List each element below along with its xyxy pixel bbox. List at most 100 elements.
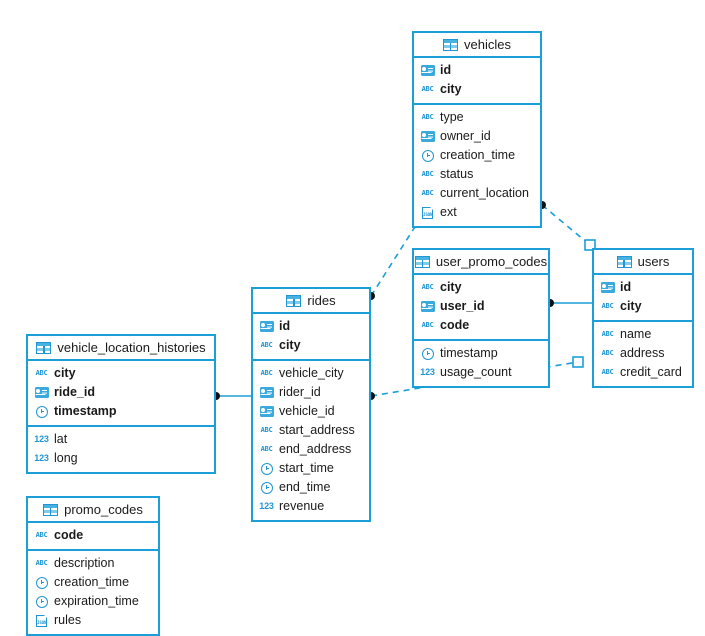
number-type-icon: 123 <box>34 434 49 444</box>
field-label: name <box>620 327 652 342</box>
table-icon <box>36 341 52 354</box>
entity-title: user_promo_codes <box>435 254 548 269</box>
field-label: city <box>620 299 642 314</box>
field-label: code <box>440 318 470 333</box>
string-type-icon: ABC <box>260 369 273 377</box>
field-row[interactable]: owner_id <box>414 127 540 146</box>
field-label: timestamp <box>440 346 498 361</box>
key-field-row[interactable]: ABC city <box>594 297 692 316</box>
string-type-icon: ABC <box>35 559 48 567</box>
field-row[interactable]: creation_time <box>28 573 158 592</box>
field-label: city <box>440 82 462 97</box>
entity-header-rides[interactable]: rides <box>253 289 369 314</box>
table-icon <box>43 503 59 516</box>
field-row[interactable]: expiration_time <box>28 592 158 611</box>
key-field-row[interactable]: user_id <box>414 297 548 316</box>
field-row[interactable]: JSON rules <box>28 611 158 630</box>
string-type-icon: ABC <box>35 369 48 377</box>
field-label: code <box>54 528 84 543</box>
field-label: creation_time <box>54 575 130 590</box>
field-row[interactable]: creation_time <box>414 146 540 165</box>
field-label: user_id <box>440 299 485 314</box>
field-label: start_address <box>279 423 355 438</box>
field-label: rules <box>54 613 82 628</box>
string-type-icon: ABC <box>601 302 614 310</box>
field-row[interactable]: start_time <box>253 459 369 478</box>
field-row[interactable]: rider_id <box>253 383 369 402</box>
entity-title: vehicle_location_histories <box>57 340 206 355</box>
table-icon <box>414 255 430 268</box>
field-label: status <box>440 167 474 182</box>
field-label: revenue <box>279 499 325 514</box>
timestamp-type-icon <box>259 462 274 475</box>
timestamp-type-icon <box>259 481 274 494</box>
string-type-icon: ABC <box>421 113 434 121</box>
key-field-row[interactable]: id <box>414 61 540 80</box>
string-type-icon: ABC <box>601 330 614 338</box>
key-field-row[interactable]: id <box>253 317 369 336</box>
entity-header-user_promo_codes[interactable]: user_promo_codes <box>414 250 548 275</box>
entity-title: users <box>637 254 670 269</box>
field-row[interactable]: ABC start_address <box>253 421 369 440</box>
relationship-vehicles-to-users[interactable] <box>538 201 596 251</box>
field-row[interactable]: end_time <box>253 478 369 497</box>
relationship-vehicle_location_histories-to-rides[interactable] <box>212 392 251 400</box>
number-type-icon: 123 <box>34 453 49 463</box>
string-type-icon: ABC <box>601 368 614 376</box>
field-label: expiration_time <box>54 594 139 609</box>
entity-header-users[interactable]: users <box>594 250 692 275</box>
field-label: city <box>279 338 301 353</box>
number-type-icon: 123 <box>420 367 435 377</box>
field-row[interactable]: ABC name <box>594 325 692 344</box>
identifier-type-icon <box>34 386 49 399</box>
field-row[interactable]: timestamp <box>414 344 548 363</box>
relationship-line <box>370 221 419 297</box>
key-field-row[interactable]: id <box>594 278 692 297</box>
key-field-row[interactable]: ride_id <box>28 383 214 402</box>
key-field-row[interactable]: timestamp <box>28 402 214 421</box>
table-icon <box>443 38 459 51</box>
string-type-icon: ABC <box>260 426 273 434</box>
identifier-type-icon <box>420 300 435 313</box>
entity-header-vehicles[interactable]: vehicles <box>414 33 540 58</box>
json-type-icon: JSON <box>34 614 49 627</box>
entity-header-vehicle_location_histories[interactable]: vehicle_location_histories <box>28 336 214 361</box>
relationship-user_promo_codes-to-users[interactable] <box>546 299 592 307</box>
field-row[interactable]: vehicle_id <box>253 402 369 421</box>
entity-header-promo_codes[interactable]: promo_codes <box>28 498 158 523</box>
timestamp-type-icon <box>420 149 435 162</box>
identifier-type-icon <box>259 320 274 333</box>
field-label: current_location <box>440 186 529 201</box>
